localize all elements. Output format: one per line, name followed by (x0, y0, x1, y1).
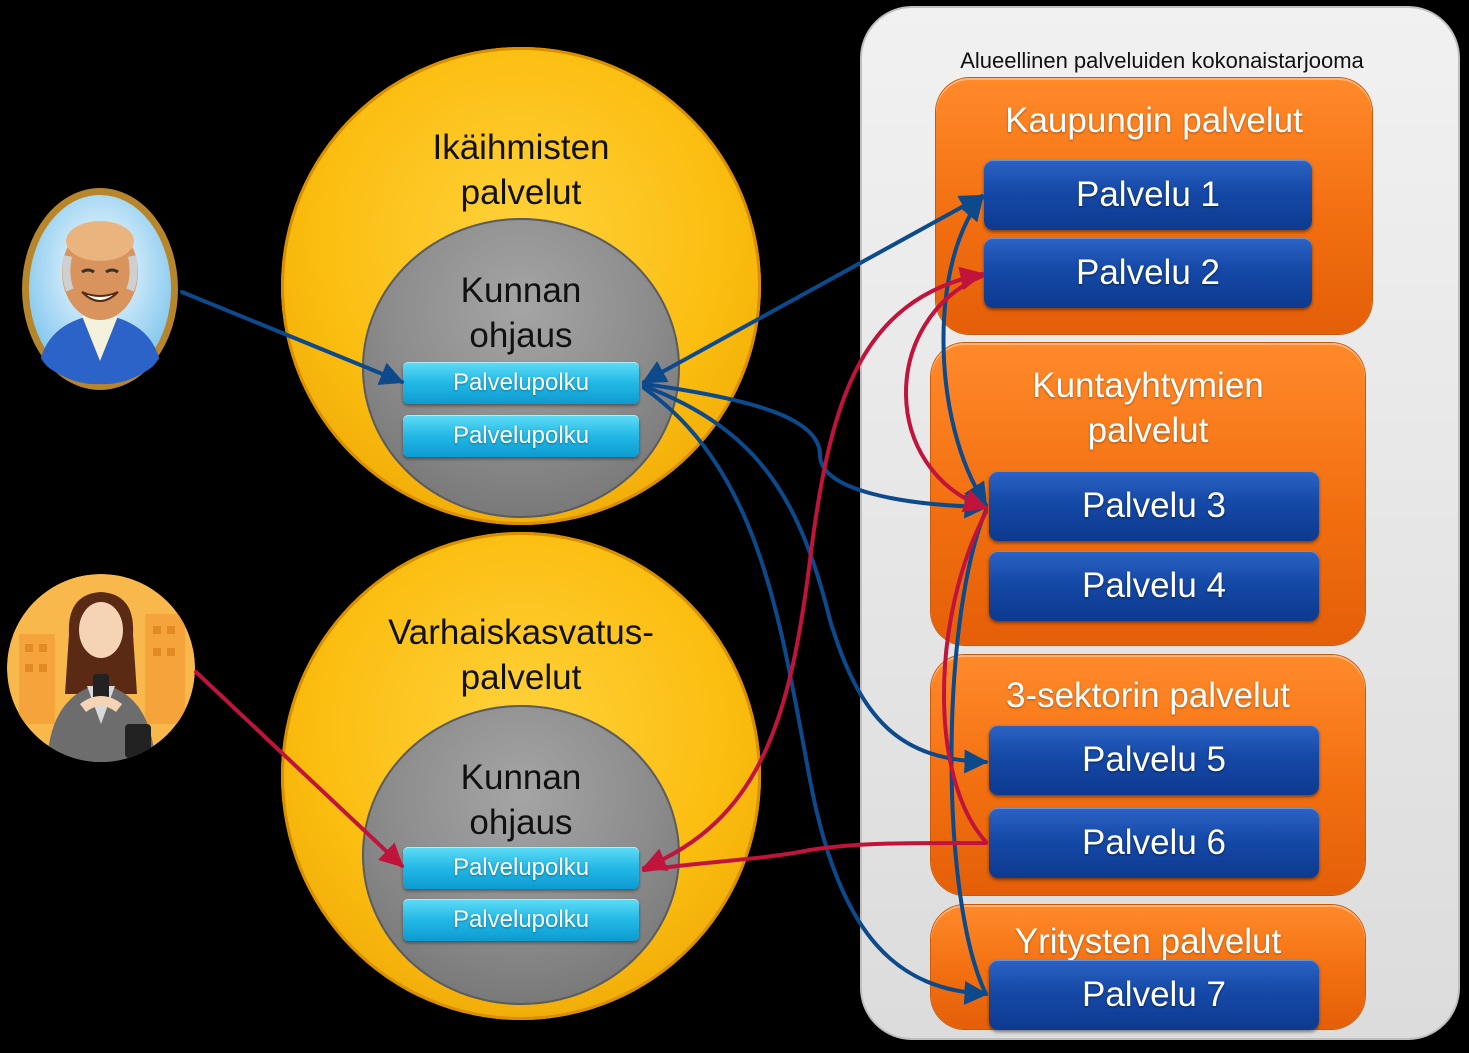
service-path-elderly-2[interactable]: Palvelupolku (403, 415, 639, 457)
service-1[interactable]: Palvelu 1 (984, 160, 1312, 230)
service-7[interactable]: Palvelu 7 (989, 960, 1319, 1030)
businesswoman-avatar-svg (7, 574, 195, 762)
group-title: Kuntayhtymien palvelut (931, 363, 1365, 453)
guidance-title: Kunnan ohjaus (362, 268, 680, 358)
service-4[interactable]: Palvelu 4 (989, 551, 1319, 621)
service-path-elderly-1[interactable]: Palvelupolku (403, 362, 639, 404)
service-3[interactable]: Palvelu 3 (989, 471, 1319, 541)
elderly-man-avatar-svg (22, 188, 178, 390)
region-title: Alueellinen palveluiden kokonaistarjooma (960, 48, 1364, 73)
cluster-title-text: Varhaiskasvatus-palvelut (388, 613, 654, 697)
service-path-childhood-2[interactable]: Palvelupolku (403, 899, 639, 941)
cluster-title-text: Ikäihmisten palvelut (432, 128, 610, 212)
guidance-title: Kunnan ohjaus (362, 755, 680, 845)
group-title: 3-sektorin palvelut (1005, 676, 1291, 715)
service-6[interactable]: Palvelu 6 (989, 808, 1319, 878)
guidance-title-text: Kunnan ohjaus (460, 271, 582, 355)
group-title-text: Kuntayhtymien palvelut (1032, 366, 1264, 450)
elderly-man-icon (20, 186, 180, 392)
businesswoman-icon (7, 574, 195, 762)
service-2[interactable]: Palvelu 2 (984, 238, 1312, 308)
cluster-title: Varhaiskasvatus-palvelut (281, 610, 761, 700)
service-5[interactable]: Palvelu 5 (989, 725, 1319, 795)
group-title: Kaupungin palvelut (1005, 101, 1303, 140)
guidance-title-text: Kunnan ohjaus (460, 758, 582, 842)
group-title: Yritysten palvelut (1014, 922, 1282, 961)
cluster-title: Ikäihmisten palvelut (281, 125, 761, 215)
service-path-childhood-1[interactable]: Palvelupolku (403, 847, 639, 889)
